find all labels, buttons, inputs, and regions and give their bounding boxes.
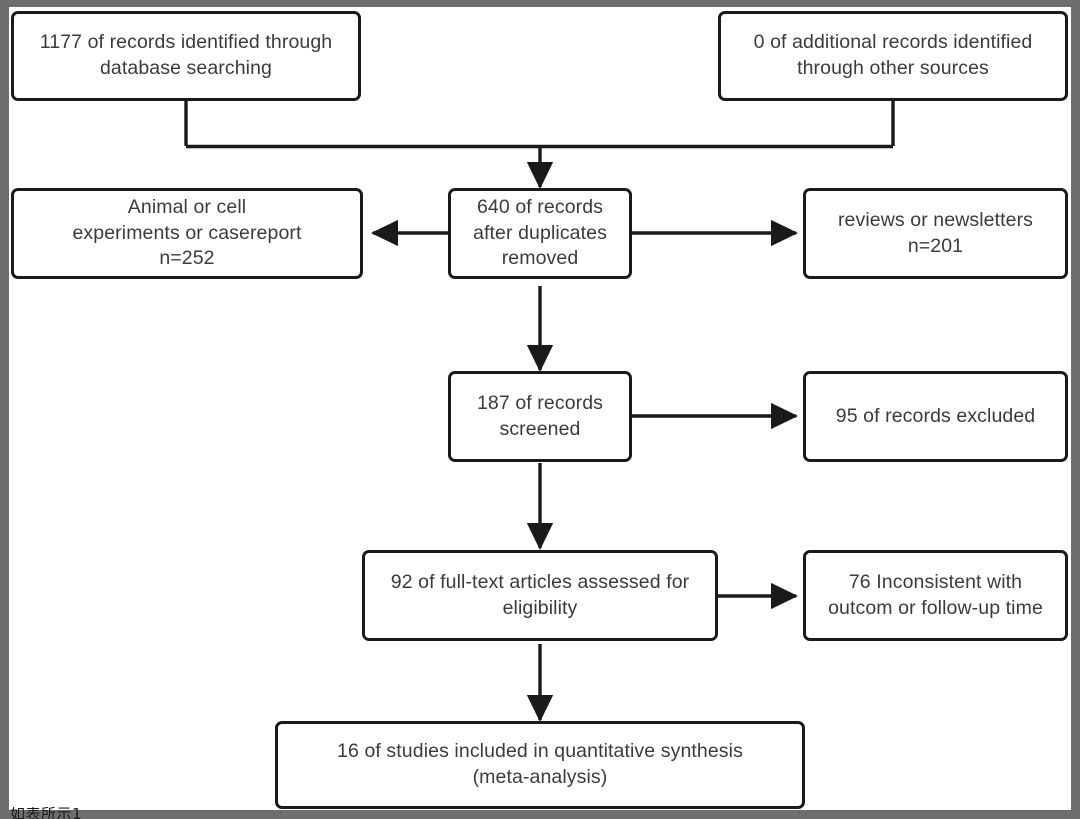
node-excluded-reviews-label: reviews or newsletters n=201 <box>837 208 1034 257</box>
node-records-screened[interactable]: 187 of records screened <box>448 371 632 462</box>
node-studies-included-label: 16 of studies included in quantitative s… <box>337 740 743 788</box>
node-identified-database[interactable]: 1177 of records identified through datab… <box>11 11 361 101</box>
node-identified-database-label: 1177 of records identified through datab… <box>39 31 333 79</box>
node-excluded-inconsistent[interactable]: 76 Inconsistent with outcom or follow-up… <box>803 550 1068 641</box>
node-excluded-reviews[interactable]: reviews or newsletters n=201 <box>803 188 1068 279</box>
node-excluded-inconsistent-label: 76 Inconsistent with outcom or follow-up… <box>828 570 1043 619</box>
edge-identification-merge <box>184 100 895 149</box>
node-fulltext-assessed[interactable]: 92 of full-text articles assessed for el… <box>362 550 718 641</box>
node-duplicates-removed-label: 640 of records after duplicates removed <box>473 195 607 270</box>
node-identified-other[interactable]: 0 of additional records identified throu… <box>718 11 1068 101</box>
node-records-excluded-label: 95 of records excluded <box>835 404 1036 427</box>
node-identified-other-label: 0 of additional records identified throu… <box>753 31 1033 79</box>
node-fulltext-assessed-label: 92 of full-text articles assessed for el… <box>390 570 690 619</box>
node-duplicates-removed[interactable]: 640 of records after duplicates removed <box>448 188 632 279</box>
node-records-excluded[interactable]: 95 of records excluded <box>803 371 1068 462</box>
node-excluded-animal[interactable]: Animal or cell experiments or casereport… <box>11 188 363 279</box>
node-excluded-animal-label: Animal or cell experiments or casereport… <box>72 195 302 270</box>
diagram-canvas: 1177 of records identified through datab… <box>9 7 1071 810</box>
connector-layer <box>184 100 895 723</box>
node-records-screened-label: 187 of records screened <box>476 391 604 440</box>
node-studies-included[interactable]: 16 of studies included in quantitative s… <box>275 721 805 809</box>
figure-caption: 如表所示1 <box>10 807 83 819</box>
